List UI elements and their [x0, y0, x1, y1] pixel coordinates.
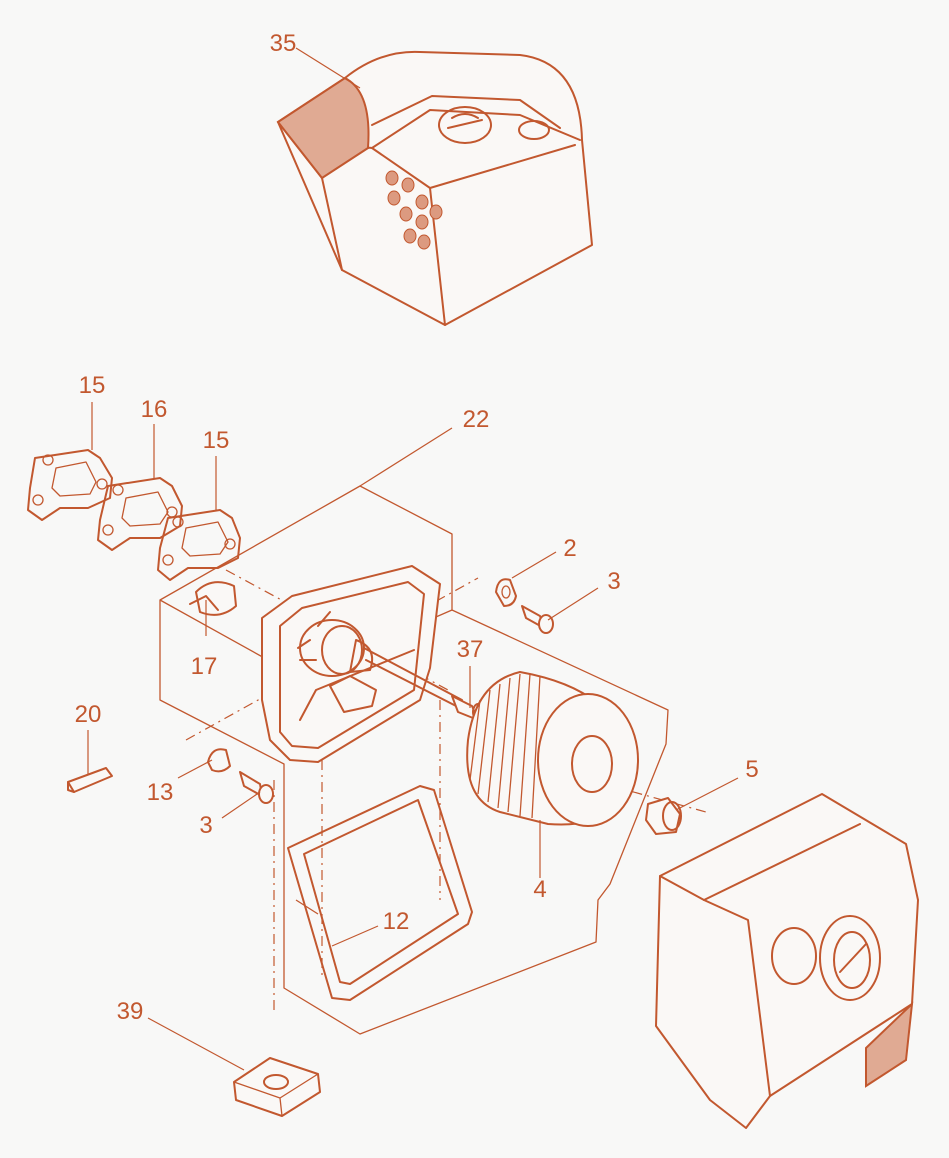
callout-22: 22	[462, 406, 490, 433]
callout-17: 17	[190, 653, 218, 680]
filter-element-part	[466, 671, 639, 827]
callout-39: 39	[116, 998, 144, 1025]
clip-part-lower	[207, 748, 231, 773]
key-part	[67, 767, 113, 793]
callout-15-left: 15	[78, 372, 106, 399]
gasket-parts	[27, 449, 241, 581]
air-box-base	[261, 565, 463, 763]
callout-13: 13	[146, 779, 174, 806]
frame-gasket-part	[287, 785, 473, 1001]
callout-15-right: 15	[202, 427, 230, 454]
callout-16: 16	[140, 396, 168, 423]
clip-part	[495, 578, 517, 607]
nut-part	[645, 797, 682, 835]
callout-35: 35	[269, 30, 297, 57]
callout-3-lower: 3	[199, 812, 213, 839]
top-cover-part	[276, 50, 593, 326]
callout-20: 20	[74, 701, 102, 728]
filter-cover-part	[655, 793, 919, 1129]
callout-12: 12	[382, 908, 410, 935]
callout-37: 37	[456, 636, 484, 663]
leader-lines	[87, 47, 739, 1071]
vent-holes	[385, 170, 443, 250]
callout-3-upper: 3	[607, 568, 621, 595]
screw-part-lower	[239, 771, 274, 804]
grommet-part	[233, 1057, 321, 1117]
callout-5: 5	[745, 756, 759, 783]
callout-4: 4	[533, 876, 547, 903]
callout-2: 2	[563, 535, 577, 562]
knob-part	[189, 581, 237, 616]
